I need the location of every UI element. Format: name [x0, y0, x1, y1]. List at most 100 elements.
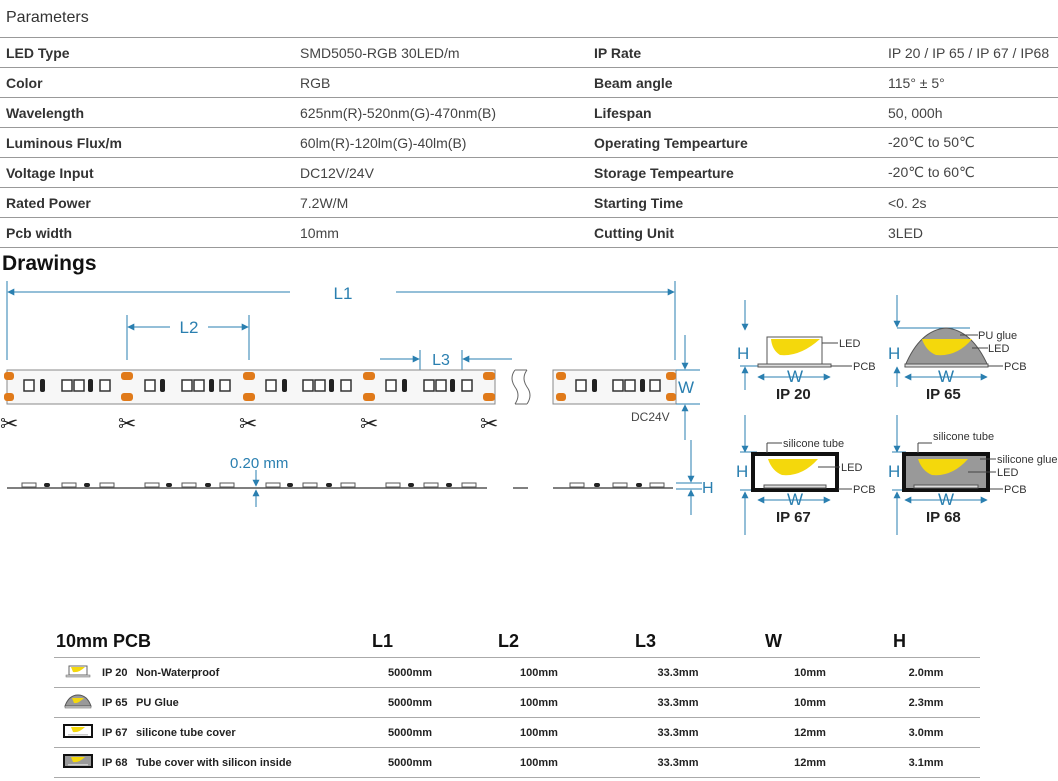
parameter-row: Luminous Flux/m 60lm(R)-120lm(G)-40lm(B)…: [0, 127, 1058, 158]
w-value: 10mm: [748, 687, 872, 718]
ip20-h-label: H: [737, 344, 749, 363]
ip67-pcb-label: PCB: [853, 484, 876, 496]
param-value: 7.2W/M: [294, 187, 588, 218]
led-strip-top-view: [4, 369, 677, 405]
param-key: Luminous Flux/m: [0, 127, 294, 158]
h-dimension: [676, 440, 702, 515]
l2-label: L2: [180, 318, 199, 337]
ip67-icon: [54, 717, 102, 748]
l1-dimension: [6, 281, 676, 360]
ip68-pcb-label: PCB: [1004, 484, 1027, 496]
param-value: -20℃ to 60℃: [882, 157, 1058, 188]
param-key: Wavelength: [0, 97, 294, 128]
parameters-table: LED Type SMD5050-RGB 30LED/m IP Rate IP …: [0, 37, 1058, 248]
ip68-led-label: LED: [997, 467, 1018, 479]
w-dimension: [676, 335, 700, 440]
ip-description: PU Glue: [136, 696, 179, 709]
ip65-cross-section: H PU glue LED PCB W IP 65: [888, 295, 1027, 403]
ip68-icon: [54, 747, 102, 778]
ip20-icon: [54, 657, 102, 688]
ip65-w-label: W: [938, 367, 954, 386]
ip20-label: IP 20: [776, 386, 811, 403]
ip-description: Non-Waterproof: [136, 666, 220, 679]
svg-text:✂: ✂: [360, 412, 378, 437]
param-value: 10mm: [294, 217, 588, 248]
led-strip-drawing: L1 L2 L3: [0, 281, 1058, 535]
silicone-glue-label: silicone glue: [997, 454, 1058, 466]
ip67-w-label: W: [787, 490, 803, 509]
h-value: 3.1mm: [872, 747, 980, 778]
param-key: LED Type: [0, 37, 294, 68]
svg-text:✂: ✂: [239, 412, 257, 437]
ip67-label: IP 67: [776, 509, 811, 526]
param-value: 625nm(R)-520nm(G)-470nm(B): [294, 97, 588, 128]
ip-rating: IP 65: [102, 696, 128, 709]
l2-value: 100mm: [470, 717, 608, 748]
ip65-icon: [54, 687, 102, 718]
l1-label: L1: [334, 284, 353, 303]
svg-text:✂: ✂: [480, 412, 498, 437]
param-key: Rated Power: [0, 187, 294, 218]
h-value: 3.0mm: [872, 717, 980, 748]
ip68-cross-section: H silicone tube silicone glue LED PCB W …: [888, 415, 1058, 535]
param-value: -20℃ to 50℃: [882, 127, 1058, 158]
ip20-w-label: W: [787, 367, 803, 386]
h-value: 2.0mm: [872, 657, 980, 688]
param-key: Starting Time: [588, 187, 882, 218]
parameter-row: LED Type SMD5050-RGB 30LED/m IP Rate IP …: [0, 37, 1058, 68]
param-key: Operating Tempearture: [588, 127, 882, 158]
drawings-title: Drawings: [2, 252, 97, 275]
l3-value: 33.3mm: [608, 717, 748, 748]
header-h: H: [893, 631, 906, 651]
ip-rating: IP 20: [102, 666, 128, 679]
ip65-h-label: H: [888, 344, 900, 363]
param-key: Color: [0, 67, 294, 98]
ip-rating: IP 68: [102, 756, 128, 769]
pu-glue-label: PU glue: [978, 330, 1017, 342]
h-label: H: [702, 480, 714, 497]
param-value: SMD5050-RGB 30LED/m: [294, 37, 588, 68]
param-key: Cutting Unit: [588, 217, 882, 248]
header-l1: L1: [372, 631, 394, 651]
param-value: <0. 2s: [882, 187, 1058, 218]
ip67-silicone-tube-label: silicone tube: [783, 438, 844, 450]
l2-value: 100mm: [470, 687, 608, 718]
l2-value: 100mm: [470, 657, 608, 688]
w-value: 12mm: [748, 747, 872, 778]
ip-description: Tube cover with silicon inside: [136, 756, 292, 769]
param-key: Voltage Input: [0, 157, 294, 188]
param-key: Pcb width: [0, 217, 294, 248]
l3-value: 33.3mm: [608, 657, 748, 688]
ip67-cross-section: H silicone tube LED PCB W IP 67: [736, 415, 876, 535]
header-l2: L2: [498, 631, 520, 651]
w-label: W: [678, 378, 694, 397]
ip65-pcb-label: PCB: [1004, 361, 1027, 373]
l3-value: 33.3mm: [608, 747, 748, 778]
ip68-h-label: H: [888, 462, 900, 481]
voltage-label: DC24V: [631, 410, 670, 424]
header-w: W: [765, 631, 782, 651]
scissors-icon: ✂ ✂ ✂ ✂ ✂: [0, 412, 498, 437]
l1-value: 5000mm: [350, 657, 470, 688]
l2-value: 100mm: [470, 747, 608, 778]
led-strip-side-view: [7, 482, 673, 489]
ip20-cross-section: H LED PCB W IP 20: [737, 300, 876, 403]
l2-dimension: [126, 315, 250, 360]
ip68-w-label: W: [938, 490, 954, 509]
l3-dimension: [380, 350, 512, 370]
param-key: Storage Tempearture: [588, 157, 882, 188]
param-value: 50, 000h: [882, 97, 1058, 128]
ip20-led-label: LED: [839, 338, 860, 350]
param-key: Lifespan: [588, 97, 882, 128]
parameters-title: Parameters: [6, 9, 89, 26]
table-row: IP 68 Tube cover with silicon inside 5000…: [54, 747, 980, 778]
header-l3: L3: [635, 631, 657, 651]
param-value: IP 20 / IP 65 / IP 67 / IP68: [882, 37, 1058, 68]
h-value: 2.3mm: [872, 687, 980, 718]
l1-value: 5000mm: [350, 747, 470, 778]
ip-rating: IP 67: [102, 726, 128, 739]
ip20-pcb-label: PCB: [853, 361, 876, 373]
